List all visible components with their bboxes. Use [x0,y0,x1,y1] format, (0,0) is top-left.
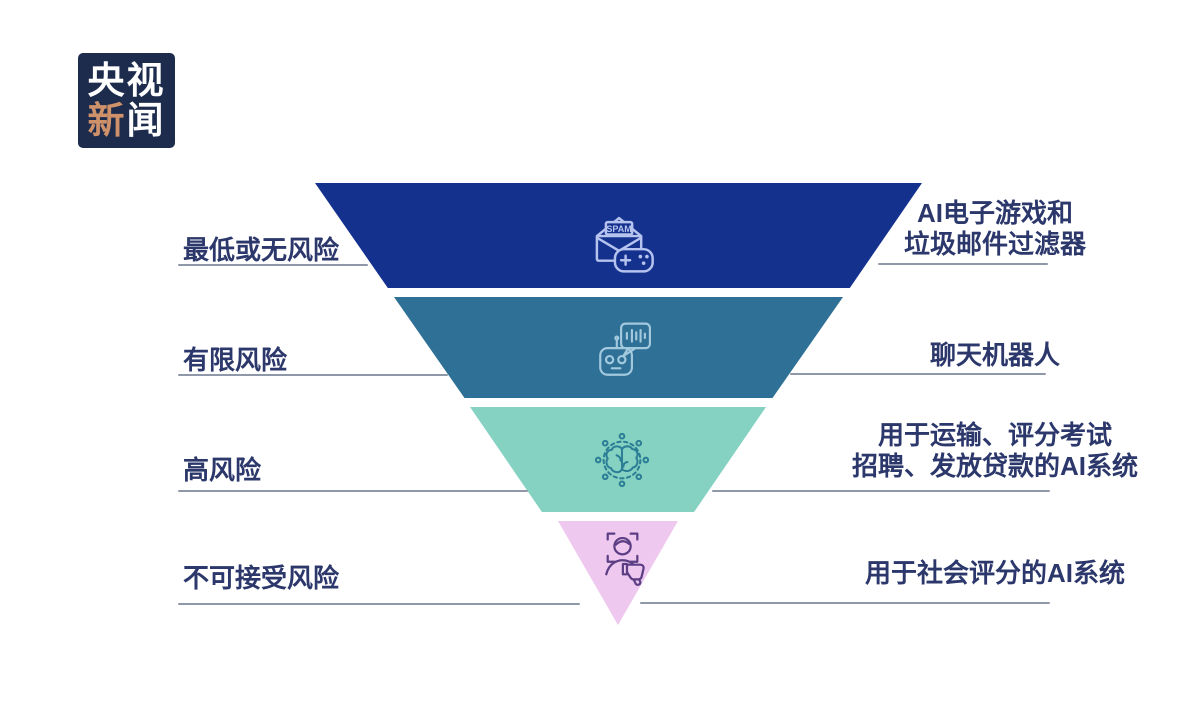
left-label-limited-risk: 有限风险 [183,345,288,375]
left-label-high-risk: 高风险 [183,455,262,485]
spam-filter-game-controller-icon: SPAM [579,200,664,282]
connector-line-right-3 [712,490,1050,492]
right-label-unacceptable-risk: 用于社会评分的AI系统 [820,558,1170,589]
connector-line-right-1 [878,263,1048,265]
right-label-line: 招聘、发放贷款的AI系统 [851,451,1138,481]
right-label-limited-risk: 聊天机器人 [820,340,1170,371]
right-label-line: 垃圾邮件过滤器 [903,229,1086,259]
left-label-minimal-risk: 最低或无风险 [183,235,340,265]
chatbot-icon [588,314,660,388]
left-label-unacceptable-risk: 不可接受风险 [183,563,340,593]
svg-text:SPAM: SPAM [606,224,631,234]
connector-line-right-2 [790,373,1046,375]
logo-accent-char: 新 [87,99,127,141]
brain-network-icon [588,426,656,494]
face-scan-thumbs-down-icon [586,524,662,598]
connector-line-left-4 [178,603,580,605]
connector-line-left-2 [178,374,448,376]
logo-text-line1: 央视 [87,59,166,101]
right-label-line: 用于运输、评分考试 [877,420,1112,450]
right-label-line: 聊天机器人 [929,340,1060,370]
right-label-line: AI电子游戏和 [916,198,1073,228]
right-label-high-risk: 用于运输、评分考试 招聘、发放贷款的AI系统 [820,420,1170,482]
cctv-news-logo: 央视 新闻 [78,53,175,148]
connector-line-left-3 [178,490,528,492]
connector-line-left-1 [178,264,368,266]
logo-text-line2: 新闻 [87,99,166,141]
connector-line-right-4 [640,602,1050,604]
right-label-minimal-risk: AI电子游戏和 垃圾邮件过滤器 [820,198,1170,260]
logo-char: 闻 [126,99,166,141]
right-label-line: 用于社会评分的AI系统 [864,558,1125,588]
